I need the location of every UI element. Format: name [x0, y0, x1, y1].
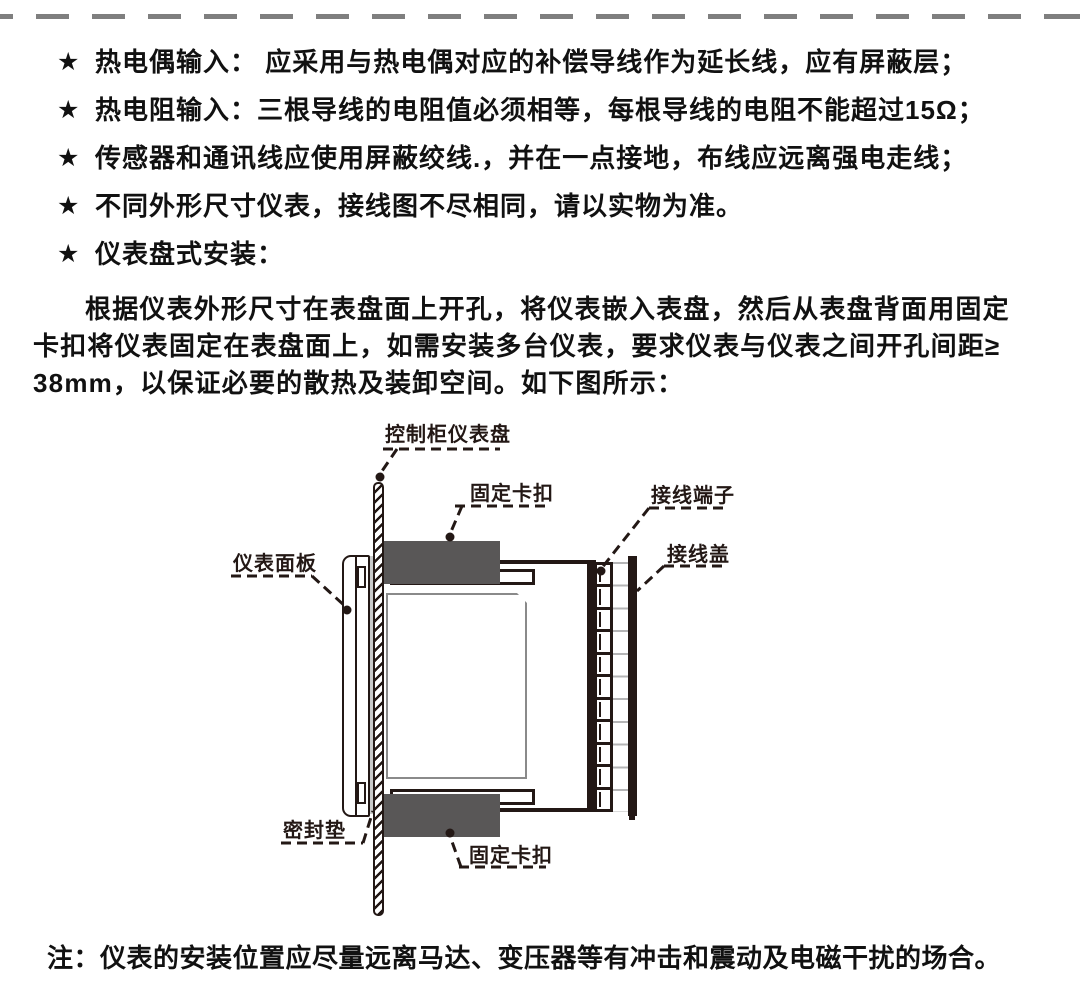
star-icon: ★	[57, 144, 80, 172]
fixing-clip-bottom-shape	[384, 794, 500, 837]
instrument-body-shape	[386, 593, 527, 779]
label-fixing-clip-bottom: 固定卡扣	[469, 845, 553, 867]
star-icon: ★	[57, 48, 80, 76]
bullet-text: 热电偶输入： 应采用与热电偶对应的补偿导线作为延长线，应有屏蔽层；	[95, 47, 968, 77]
bullet-text: 传感器和通讯线应使用屏蔽绞线.，并在一点接地，布线应远离强电走线；	[95, 143, 968, 173]
label-front-panel: 仪表面板	[233, 553, 317, 575]
fixing-clip-top-shape	[384, 541, 500, 584]
sealing-gasket-shape	[368, 556, 373, 814]
bottom-note: 注：仪表的安装位置应尽量远离马达、变压器等有冲击和震动及电磁干扰的场合。	[47, 943, 1002, 973]
star-icon: ★	[57, 192, 80, 220]
label-wiring-cover: 接线盖	[667, 544, 730, 566]
label-fixing-clip-top: 固定卡扣	[470, 483, 554, 505]
paragraph-line-1: 根据仪表外形尺寸在表盘面上开孔，将仪表嵌入表盘，然后从表盘背面用固定	[85, 294, 1010, 324]
bezel-top-latch	[357, 566, 366, 588]
bullet-rtd: ★ 热电阻输入：三根导线的电阻值必须相等，每根导线的电阻不能超过15Ω；	[57, 94, 985, 126]
bullet-panel-mount: ★ 仪表盘式安装：	[57, 238, 284, 270]
instrument-front-panel-shape	[342, 555, 370, 817]
star-icon: ★	[57, 96, 80, 124]
terminal-divider-lines	[613, 562, 628, 812]
cabinet-panel-shape	[373, 482, 384, 916]
terminal-block-rail	[587, 562, 594, 812]
terminal-block-cells	[594, 562, 613, 812]
label-cabinet-panel: 控制柜仪表盘	[385, 424, 511, 446]
bezel-bottom-latch	[357, 782, 366, 804]
star-icon: ★	[57, 240, 80, 268]
label-gasket: 密封垫	[283, 820, 346, 842]
bullet-sensor-wiring: ★ 传感器和通讯线应使用屏蔽绞线.，并在一点接地，布线应远离强电走线；	[57, 142, 967, 174]
wiring-cover-shape	[628, 556, 637, 816]
paragraph-line-2: 卡扣将仪表固定在表盘面上，如需安装多台仪表，要求仪表与仪表之间开孔间距≥	[33, 331, 1001, 361]
bullet-text: 仪表盘式安装：	[95, 239, 285, 269]
bezel-inner-line	[355, 557, 357, 815]
paragraph-line-3: 38mm，以保证必要的散热及装卸空间。如下图所示：	[33, 368, 685, 398]
page-top-dashed-border	[0, 14, 1080, 19]
wiring-cover-foot	[629, 815, 635, 820]
bullet-dimensions: ★ 不同外形尺寸仪表，接线图不尽相同，请以实物为准。	[57, 190, 743, 222]
bullet-thermocouple: ★ 热电偶输入： 应采用与热电偶对应的补偿导线作为延长线，应有屏蔽层；	[57, 46, 967, 78]
bullet-text: 不同外形尺寸仪表，接线图不尽相同，请以实物为准。	[95, 191, 744, 221]
label-terminal: 接线端子	[651, 485, 735, 507]
terminal-cell	[594, 786, 613, 812]
bullet-text: 热电阻输入：三根导线的电阻值必须相等，每根导线的电阻不能超过15Ω；	[95, 95, 985, 125]
